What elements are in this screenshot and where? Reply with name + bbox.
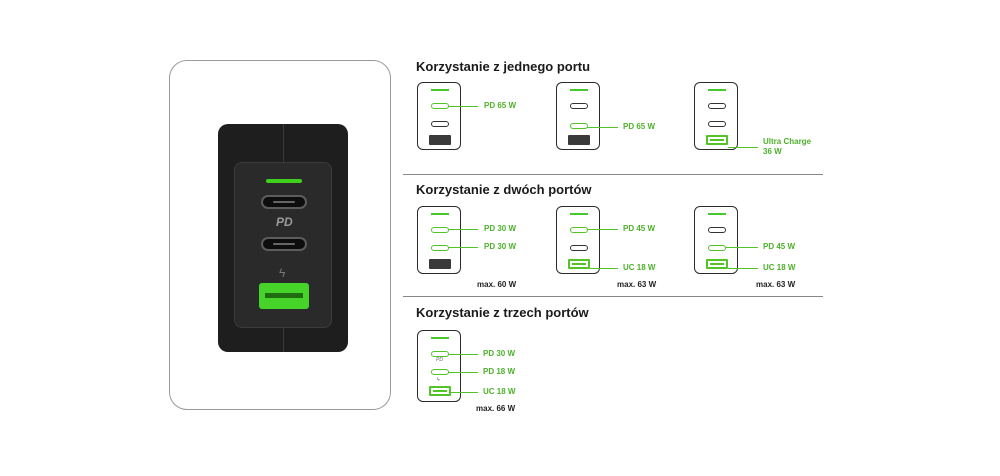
callout-line	[728, 147, 758, 149]
led-mark	[431, 213, 449, 215]
callout-line	[448, 372, 478, 374]
port-power-label: UC 18 W	[483, 387, 516, 396]
usb-c-port-2	[570, 123, 588, 129]
port-diagram	[556, 82, 600, 150]
callout-line	[448, 247, 478, 249]
max-power-label: max. 60 W	[477, 280, 517, 289]
pd-logo: PD	[436, 357, 443, 363]
port-power-label: Ultra Charge 36 W	[763, 137, 811, 157]
callout-line	[587, 127, 618, 129]
usb-c-port-2	[431, 121, 449, 127]
charger-port-panel: PD ϟ	[234, 162, 332, 328]
bolt-icon: ϟ	[279, 266, 286, 280]
port-diagram	[694, 82, 738, 150]
usb-c-port-2	[431, 369, 449, 375]
max-power-label: max. 63 W	[756, 280, 796, 289]
section-divider	[403, 174, 823, 175]
label-line: 36 W	[763, 147, 782, 156]
led-mark	[708, 213, 726, 215]
usb-a-port	[568, 259, 590, 269]
label-line: Ultra Charge	[763, 137, 812, 146]
port-diagram	[556, 206, 600, 274]
usb-c-port-2	[261, 237, 307, 251]
pd-logo: PD	[276, 215, 293, 229]
callout-line	[448, 354, 478, 356]
usb-c-port-1	[708, 227, 726, 233]
product-photo-frame: PD ϟ	[169, 60, 391, 410]
usb-c-port-1	[431, 227, 449, 233]
usb-c-port-2	[570, 245, 588, 251]
usb-a-port	[429, 386, 451, 396]
port-power-label: UC 18 W	[763, 263, 796, 272]
callout-line	[448, 229, 478, 231]
charger-illustration: PD ϟ	[218, 124, 348, 352]
port-power-label: PD 45 W	[623, 224, 656, 233]
usb-a-port	[429, 259, 451, 269]
callout-line	[587, 229, 618, 231]
max-power-label: max. 63 W	[617, 280, 657, 289]
usb-a-port	[568, 135, 590, 145]
section-title-two-ports: Korzystanie z dwóch portów	[416, 182, 592, 197]
callout-line	[451, 392, 478, 394]
max-power-label: max. 66 W	[476, 404, 516, 413]
section-title-one-port: Korzystanie z jednego portu	[416, 59, 591, 74]
port-power-label: PD 65 W	[484, 101, 517, 110]
led-mark	[570, 213, 588, 215]
led-mark	[570, 89, 588, 91]
section-divider	[403, 296, 823, 297]
usb-c-port-2	[708, 121, 726, 127]
port-diagram	[694, 206, 738, 274]
section-title-three-ports: Korzystanie z trzech portów	[416, 305, 589, 320]
usb-c-port-2	[431, 245, 449, 251]
usb-a-port	[259, 283, 309, 309]
port-diagram	[417, 206, 461, 274]
usb-c-port-1	[261, 195, 307, 209]
usb-a-port	[706, 135, 728, 145]
bolt-icon: ϟ	[437, 377, 440, 383]
callout-line	[448, 106, 478, 108]
led-mark	[431, 89, 449, 91]
port-power-label: PD 30 W	[484, 242, 517, 251]
usb-c-port-1	[570, 227, 588, 233]
callout-line	[590, 268, 618, 270]
port-power-label: PD 30 W	[484, 224, 517, 233]
port-power-label: PD 65 W	[623, 122, 656, 131]
usb-a-port	[706, 259, 728, 269]
usb-c-port-1	[431, 103, 449, 109]
usb-c-port-1	[708, 103, 726, 109]
led-mark	[431, 337, 449, 339]
status-led	[266, 179, 302, 183]
callout-line	[728, 268, 758, 270]
port-power-label: PD 45 W	[763, 242, 796, 251]
port-diagram	[417, 82, 461, 150]
usb-a-port	[429, 135, 451, 145]
usb-c-port-1	[570, 103, 588, 109]
usb-c-port-2	[708, 245, 726, 251]
port-power-label: UC 18 W	[623, 263, 656, 272]
led-mark	[708, 89, 726, 91]
port-diagram: PD ϟ	[417, 330, 461, 402]
callout-line	[725, 247, 758, 249]
port-power-label: PD 18 W	[483, 367, 516, 376]
port-power-label: PD 30 W	[483, 349, 516, 358]
